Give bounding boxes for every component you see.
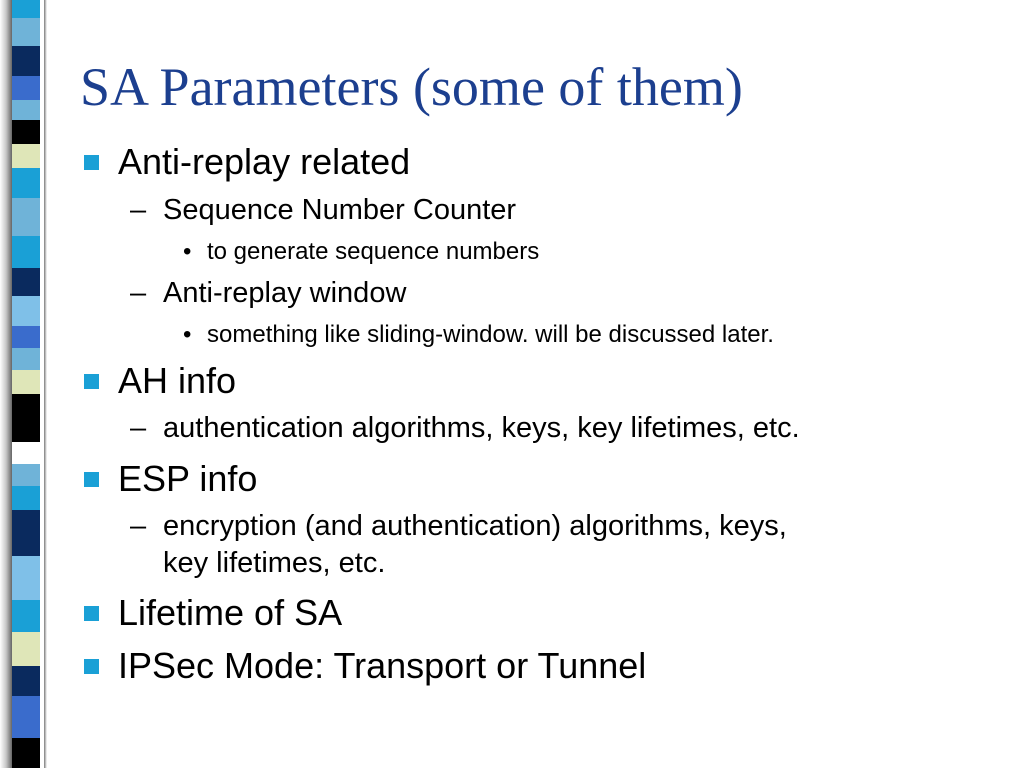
bullet-esp-info: ESP info bbox=[118, 458, 258, 499]
square-bullet-icon bbox=[84, 472, 99, 487]
bullet-lifetime: Lifetime of SA bbox=[118, 592, 343, 633]
stripe-segment bbox=[12, 556, 40, 600]
dot-bullet-icon: • bbox=[183, 238, 192, 265]
stripe-segment bbox=[12, 666, 40, 696]
stripe-shadow-edge bbox=[0, 0, 12, 768]
dash-bullet-icon: – bbox=[130, 194, 147, 226]
sub-sub-bullet-sliding-window: something like sliding-window. will be d… bbox=[207, 321, 774, 348]
stripe-shadow bbox=[44, 0, 47, 768]
bullet-ipsec-mode: IPSec Mode: Transport or Tunnel bbox=[118, 645, 647, 686]
stripe-segment bbox=[12, 464, 40, 486]
dot-bullet-icon: • bbox=[183, 321, 192, 348]
stripe-segment bbox=[12, 46, 40, 76]
sub-bullet-auth-algorithms: authentication algorithms, keys, key lif… bbox=[163, 412, 800, 444]
stripe-segment bbox=[12, 696, 40, 738]
sub-bullet-sequence-counter: Sequence Number Counter bbox=[163, 194, 517, 226]
stripe-segment bbox=[12, 348, 40, 370]
bullet-ah-info: AH info bbox=[118, 360, 237, 401]
stripe-segment bbox=[12, 76, 40, 100]
square-bullet-icon bbox=[84, 659, 99, 674]
stripe-segment bbox=[12, 442, 40, 464]
stripe-segment bbox=[12, 394, 40, 442]
stripe-segment bbox=[12, 486, 40, 510]
stripe-segment bbox=[12, 120, 40, 144]
stripe-segment bbox=[12, 738, 40, 768]
stripe-segment bbox=[12, 600, 40, 632]
sub-bullet-anti-replay-window: Anti-replay window bbox=[163, 277, 407, 309]
stripe-segment bbox=[12, 144, 40, 168]
stripe-segment bbox=[12, 100, 40, 120]
decorative-side-stripe bbox=[0, 0, 44, 768]
dash-bullet-icon: – bbox=[130, 510, 147, 542]
stripe-segment bbox=[12, 168, 40, 198]
stripe-segment bbox=[12, 236, 40, 268]
stripe-segment bbox=[12, 632, 40, 666]
stripe-segment bbox=[12, 198, 40, 236]
bullet-anti-replay: Anti-replay related bbox=[118, 141, 411, 182]
sub-sub-bullet-generate-seq: to generate sequence numbers bbox=[207, 238, 540, 265]
stripe-segment bbox=[12, 296, 40, 326]
stripe-segment bbox=[12, 18, 40, 46]
sub-bullet-encryption-line1: encryption (and authentication) algorith… bbox=[163, 510, 787, 542]
stripe-segment bbox=[12, 326, 40, 348]
stripe-segment bbox=[12, 510, 40, 556]
square-bullet-icon bbox=[84, 155, 99, 170]
dash-bullet-icon: – bbox=[130, 412, 147, 444]
slide-title: SA Parameters (some of them) bbox=[80, 57, 743, 117]
stripe-segment bbox=[12, 268, 40, 296]
stripe-segment bbox=[12, 370, 40, 394]
dash-bullet-icon: – bbox=[130, 277, 147, 309]
square-bullet-icon bbox=[84, 606, 99, 621]
sub-bullet-encryption-line2: key lifetimes, etc. bbox=[163, 547, 386, 579]
square-bullet-icon bbox=[84, 374, 99, 389]
stripe-segment bbox=[12, 0, 40, 18]
